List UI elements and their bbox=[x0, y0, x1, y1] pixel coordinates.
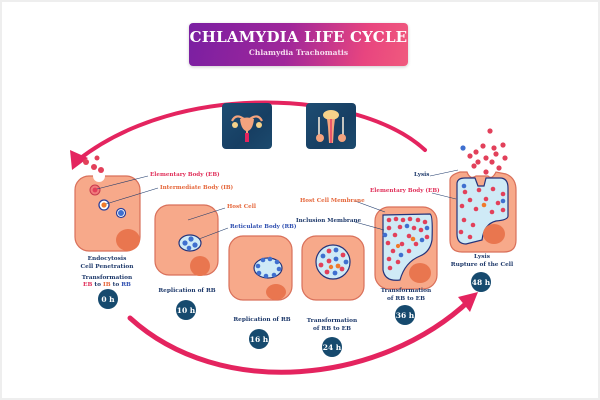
caption-line: Replication of RB bbox=[158, 288, 216, 294]
caption-line: Replication of RB bbox=[233, 317, 291, 323]
caption-line: of RB to EB bbox=[307, 326, 357, 334]
caption-abbr-line: EB to IB to RB bbox=[81, 282, 134, 290]
time-badge-36h: 36 h bbox=[395, 305, 415, 325]
abbr-to: to bbox=[94, 282, 101, 289]
cycle-arrow-top bbox=[76, 100, 427, 162]
label-host-cell: Host Cell bbox=[227, 204, 256, 210]
stage-caption-24h: Transformation of RB to EB bbox=[307, 318, 357, 334]
time-badge-24h: 24 h bbox=[322, 337, 342, 357]
stage-caption-48h: Lysis Rupture of the Cell bbox=[451, 254, 513, 270]
page-title: CHLAMYDIA LIFE CYCLE bbox=[189, 28, 408, 46]
cell-transformation-24h bbox=[301, 235, 365, 301]
time-badge-16h: 16 h bbox=[249, 329, 269, 349]
label-lysis: Lysis bbox=[414, 172, 430, 178]
label-elementary-body-2: Elementary Body (EB) bbox=[370, 188, 440, 194]
page-subtitle: Chlamydia Trachomatis bbox=[248, 48, 349, 57]
abbr-to: to bbox=[112, 282, 120, 289]
male-reproductive-system-icon bbox=[306, 103, 356, 149]
time-badge-48h: 48 h bbox=[471, 272, 491, 292]
caption-line: Rupture of the Cell bbox=[450, 261, 514, 268]
cycle-arrow-top-head bbox=[70, 150, 88, 170]
title-banner: CHLAMYDIA LIFE CYCLE Chlamydia Trachomat… bbox=[189, 23, 408, 66]
abbr-ib: IB bbox=[102, 282, 111, 289]
caption-line: of RB to EB bbox=[386, 295, 425, 302]
caption-line: Cell Penetration bbox=[80, 263, 134, 270]
stage-caption-16h: Replication of RB bbox=[233, 317, 290, 325]
cell-replication-10h bbox=[154, 204, 219, 276]
label-host-cell-membrane: Host Cell Membrane bbox=[300, 198, 365, 204]
cycle-arrow-bottom-head bbox=[458, 292, 478, 312]
cell-endocytosis bbox=[74, 155, 141, 252]
caption-line: Transformation bbox=[306, 318, 358, 324]
caption-line: Transformation bbox=[81, 274, 133, 281]
stage-caption-36h: Transformation of RB to EB bbox=[381, 288, 431, 304]
label-reticulate-body: Reticulate Body (RB) bbox=[230, 224, 297, 230]
female-reproductive-system-icon bbox=[222, 103, 272, 149]
label-intermediate-body: Intermediate Body (IB) bbox=[160, 185, 234, 191]
time-badge-0h: 0 h bbox=[98, 289, 118, 309]
cell-transformation-36h bbox=[374, 206, 438, 290]
caption-text: of RB to EB bbox=[312, 325, 351, 332]
label-elementary-body: Elementary Body (EB) bbox=[150, 172, 220, 178]
abbr-eb: EB bbox=[83, 282, 93, 289]
stage-caption-10h: Replication of RB bbox=[158, 288, 215, 296]
caption-line: Transformation bbox=[380, 288, 432, 294]
time-badge-10h: 10 h bbox=[176, 300, 196, 320]
cell-replication-16h bbox=[228, 235, 293, 301]
label-inclusion-membrane: Inclusion Membrane bbox=[296, 218, 362, 224]
abbr-rb: RB bbox=[121, 282, 131, 289]
cycle-arrow-bottom bbox=[127, 297, 473, 375]
cell-lysis-48h bbox=[449, 128, 517, 253]
caption-line: Endocytosis bbox=[87, 256, 127, 262]
stage-caption-0h: Endocytosis Cell Penetration Transformat… bbox=[81, 256, 134, 290]
caption-line: Lysis bbox=[474, 254, 490, 260]
